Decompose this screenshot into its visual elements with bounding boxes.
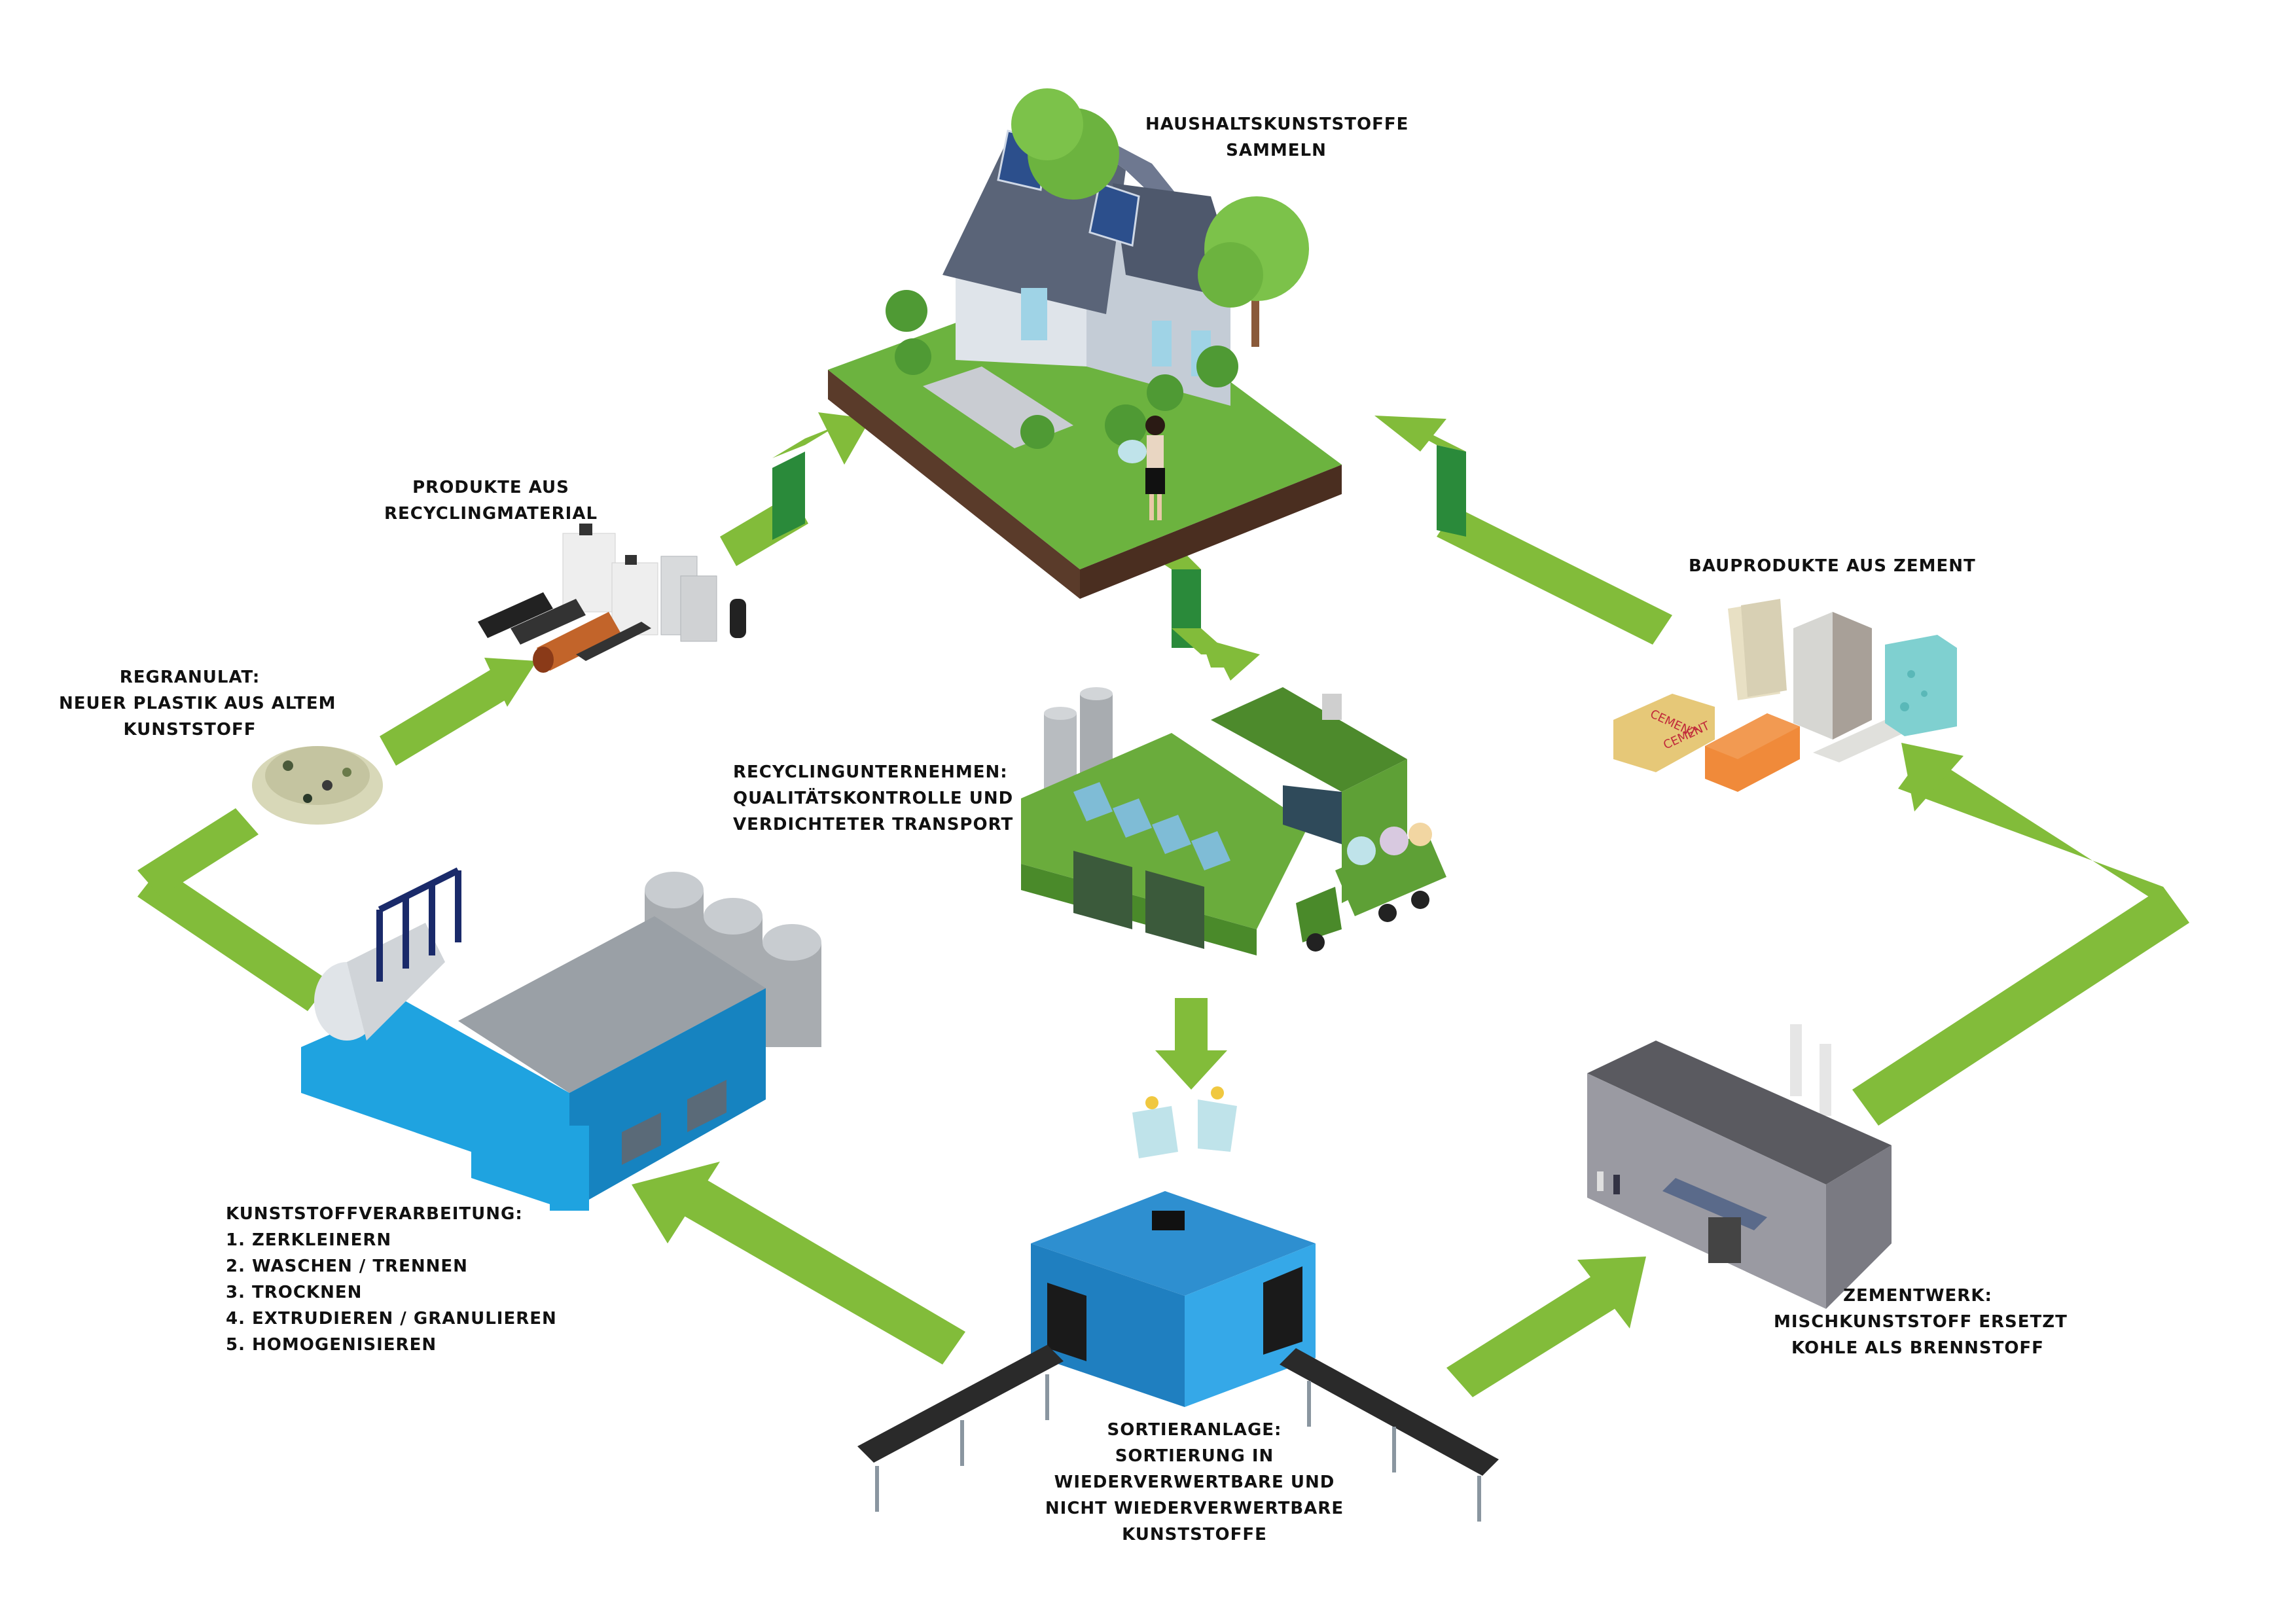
plastic-bag-icon <box>1132 1096 1178 1158</box>
tile-icon <box>1813 720 1911 762</box>
block-icon <box>1793 612 1872 740</box>
label-line: VERDICHTETER TRANSPORT <box>733 815 1014 834</box>
label-line: SAMMELN <box>1226 141 1327 160</box>
label-line: REGRANULAT: <box>119 668 260 687</box>
label-line: SORTIERANLAGE: <box>1107 1420 1282 1440</box>
recycled-products-illustration <box>478 524 746 673</box>
conveyor-belt-left <box>857 1345 1064 1512</box>
glass-block-icon <box>1885 635 1957 736</box>
pipe-icon <box>478 592 586 645</box>
building-products-illustration: CEMENT CEMENT <box>1613 599 1957 792</box>
label-regranulate: REGRANULAT: NEUER PLASTIK AUS ALTEM KUNS… <box>59 664 336 743</box>
label-line: KUNSTSTOFF <box>123 720 257 740</box>
arrow-regranulate-to-products <box>380 658 537 766</box>
processing-step: 2. WASCHEN / TRENNEN <box>226 1257 468 1276</box>
processing-heading: KUNSTSTOFFVERARBEITUNG: <box>226 1204 523 1224</box>
cement-bag-icon: CEMENT CEMENT <box>1613 694 1715 772</box>
label-line: BAUPRODUKTE AUS ZEMENT <box>1689 556 1976 576</box>
orange-pipe-icon <box>533 612 622 673</box>
garbage-truck-icon <box>1296 823 1446 952</box>
recycling-company-illustration <box>1021 687 1446 955</box>
label-cement-plant: ZEMENTWERK: MISCHKUNSTSTOFF ERSETZT KOHL… <box>1774 1283 2068 1361</box>
label-line: MISCHKUNSTSTOFF ERSETZT <box>1774 1312 2068 1332</box>
door-icon <box>1708 1217 1741 1263</box>
processing-step: 5. HOMOGENISIEREN <box>226 1335 437 1355</box>
processing-plant-illustration <box>301 867 821 1211</box>
sorting-plant-illustration <box>857 1086 1499 1522</box>
regranulate-pile-illustration <box>252 746 383 825</box>
household-illustration <box>828 88 1342 599</box>
processing-steps-list: 1. ZERKLEINERN 2. WASCHEN / TRENNEN 3. T… <box>226 1227 566 1358</box>
label-line: WIEDERVERWERTBARE UND <box>1054 1472 1335 1492</box>
corrugated-tube-icon <box>660 556 717 642</box>
label-recycling-company: RECYCLINGUNTERNEHMEN: QUALITÄTSKONTROLLE… <box>733 759 1014 838</box>
arrow-cement-to-products <box>1852 743 2189 1126</box>
brick-icon <box>1705 713 1800 792</box>
label-sorting-plant: SORTIERANLAGE: SORTIERUNG IN WIEDERVERWE… <box>1037 1417 1352 1548</box>
conveyor-belt-right <box>1280 1348 1499 1522</box>
processing-step: 4. EXTRUDIEREN / GRANULIEREN <box>226 1309 557 1329</box>
label-processing: KUNSTSTOFFVERARBEITUNG: 1. ZERKLEINERN 2… <box>226 1201 566 1358</box>
canister-icon <box>562 524 616 613</box>
tree-icon <box>1011 88 1119 200</box>
arrow-products-to-household <box>1374 416 1672 645</box>
plastic-bag-icon <box>1198 1086 1237 1152</box>
worker-icon <box>1597 1171 1620 1194</box>
label-building-products: BAUPRODUKTE AUS ZEMENT <box>1689 553 1976 579</box>
person-icon <box>1118 416 1165 520</box>
label-line: HAUSHALTSKUNSTSTOFFE <box>1145 115 1409 134</box>
label-line: RECYCLINGMATERIAL <box>384 504 598 524</box>
label-line: KOHLE ALS BRENNSTOFF <box>1791 1338 2044 1358</box>
label-household: HAUSHALTSKUNSTSTOFFE SAMMELN <box>1145 111 1409 164</box>
label-line: QUALITÄTSKONTROLLE UND <box>733 789 1014 808</box>
label-line: NICHT WIEDERVERWERTBARE <box>1045 1499 1344 1518</box>
arrow-processing-to-regranulate <box>137 808 331 1011</box>
label-line: ZEMENTWERK: <box>1843 1286 1992 1306</box>
arrow-recycling-to-sorting <box>1155 998 1227 1090</box>
panel-icon <box>1728 599 1787 700</box>
silo-icon <box>762 924 821 1047</box>
label-line: RECYCLINGUNTERNEHMEN: <box>733 762 1008 782</box>
cement-plant-illustration <box>1587 1024 1892 1309</box>
canister-icon <box>611 555 658 635</box>
arrow-products-to-house <box>720 412 870 566</box>
label-line: SORTIERUNG IN <box>1115 1446 1274 1466</box>
processing-step: 1. ZERKLEINERN <box>226 1230 392 1250</box>
label-line: PRODUKTE AUS <box>412 478 569 497</box>
label-recycled-products: PRODUKTE AUS RECYCLINGMATERIAL <box>367 474 615 527</box>
label-line: NEUER PLASTIK AUS ALTEM <box>59 694 336 713</box>
arrow-sorting-to-cement <box>1446 1257 1646 1397</box>
arrow-sorting-to-processing <box>632 1162 965 1364</box>
processing-step: 3. TROCKNEN <box>226 1283 363 1302</box>
flow-arrows <box>137 412 2189 1397</box>
tree-icon <box>1198 196 1309 347</box>
label-line: KUNSTSTOFFE <box>1122 1525 1267 1544</box>
